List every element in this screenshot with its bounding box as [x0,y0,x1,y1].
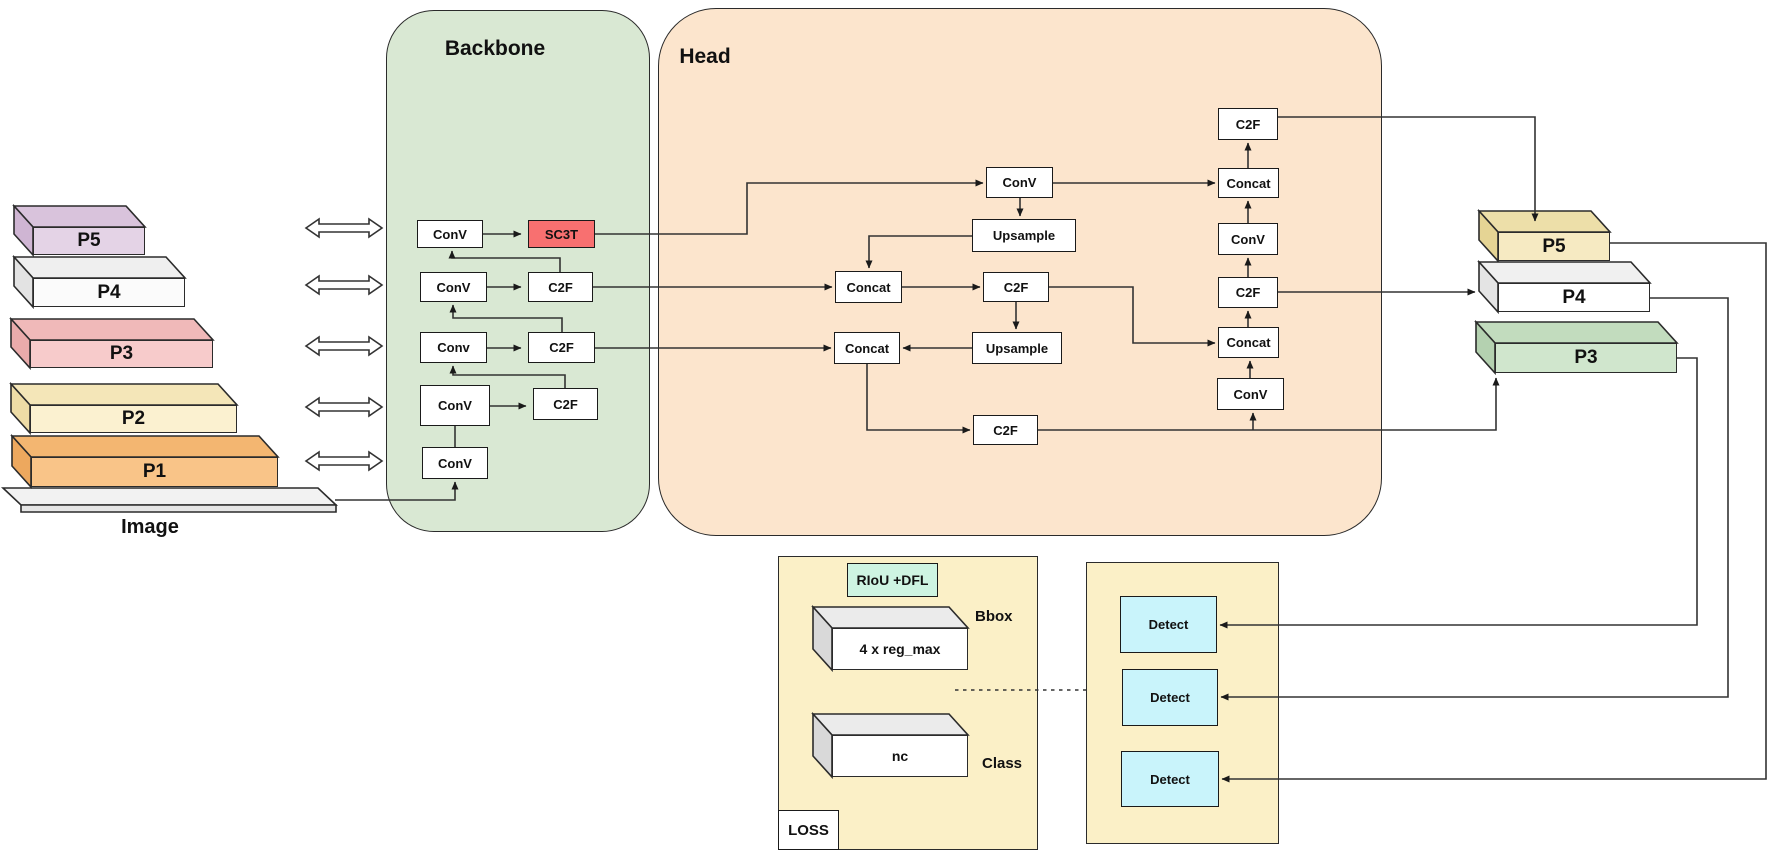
pyramid-level-p1: P1 [31,457,278,487]
backbone-conv-3: Conv [420,332,487,363]
bbox-label: Bbox [975,608,1013,625]
head-upsample-2: Upsample [972,332,1062,364]
bidirectional-arrow [304,217,384,239]
bidirectional-arrow [304,274,384,296]
head-c2f-bottom: C2F [973,415,1038,445]
class-nc-slab: nc [832,735,968,777]
bidirectional-arrow [304,396,384,418]
output-p5: P5 [1498,232,1610,261]
pyramid-level-p4: P4 [33,278,185,307]
class-label: Class [982,755,1023,772]
backbone-c2f-4: C2F [533,388,598,420]
backbone-conv-1: ConV [417,220,483,248]
image-plate [0,487,339,513]
backbone-conv-2: ConV [420,272,487,302]
head-concat-1: Concat [835,271,902,303]
detect-box-2: Detect [1122,669,1218,726]
pyramid-level-p3: P3 [30,340,213,368]
head-col-c2f-top: C2F [1218,108,1278,140]
head-col-c2f-mid: C2F [1218,277,1278,308]
loss-panel [778,556,1038,850]
bidirectional-arrows [304,217,384,472]
bidirectional-arrow [304,450,384,472]
head-upsample-1: Upsample [972,219,1076,252]
head-conv-top: ConV [986,167,1053,198]
head-col-conv-b: ConV [1217,378,1284,410]
head-col-conv-a: ConV [1218,223,1278,255]
pyramid-level-p5: P5 [33,227,145,255]
detect-box-3: Detect [1121,751,1219,807]
head-title: Head [679,45,731,68]
head-concat-2: Concat [834,332,900,364]
head-col-concat-b: Concat [1218,327,1279,358]
output-p4: P4 [1498,283,1650,312]
pyramid-level-p2: P2 [30,405,237,433]
bidirectional-arrow [304,335,384,357]
backbone-conv-4: ConV [420,385,490,426]
riou-dfl-box: RIoU +DFL [847,563,938,597]
image-label: Image [121,516,179,538]
head-col-concat-a: Concat [1218,168,1279,198]
bbox-reg-max-slab: 4 x reg_max [832,628,968,670]
backbone-c2f-2: C2F [528,272,593,302]
head-c2f-1: C2F [983,272,1049,302]
backbone-c2f-3: C2F [528,332,595,363]
output-p3: P3 [1495,343,1677,373]
backbone-title: Backbone [444,37,546,60]
backbone-sc3t: SC3T [528,220,595,248]
backbone-conv-5: ConV [422,447,488,479]
loss-tag: LOSS [778,810,839,850]
detect-box-1: Detect [1120,596,1217,653]
